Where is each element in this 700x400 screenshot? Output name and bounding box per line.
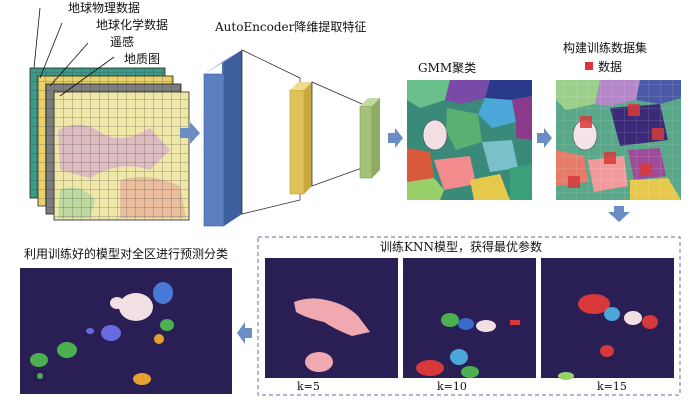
arrow-to-prediction	[237, 322, 252, 344]
predict-label: 利用训练好的模型对全区进行预测分类	[24, 246, 228, 261]
arrow-to-knn	[608, 206, 630, 222]
knn-training-box: 训练KNN模型，获得最优参数 k=5 k=10 k=15	[258, 237, 680, 395]
input-layer	[204, 74, 224, 226]
prediction-cluster	[86, 328, 94, 334]
encoded-layer-side	[304, 82, 312, 194]
prediction-cluster	[110, 297, 124, 309]
prediction-cluster	[57, 342, 77, 358]
input-layer-side	[224, 50, 242, 226]
k10-label: k=10	[437, 380, 467, 393]
gmm-cluster	[510, 164, 532, 200]
training-set-panel: 构建训练数据集 数据	[556, 40, 681, 200]
prediction-panel: 利用训练好的模型对全区进行预测分类	[20, 246, 232, 394]
k15-cluster	[624, 311, 642, 325]
k10-cluster	[476, 320, 496, 332]
latent-layer	[360, 106, 372, 178]
layer-geology-map-grid	[54, 92, 189, 220]
k5-cluster	[305, 352, 333, 372]
prediction-cluster	[30, 353, 48, 367]
k15-cluster	[642, 315, 658, 329]
knn-label: 训练KNN模型，获得最优参数	[380, 239, 542, 254]
k15-cluster	[600, 345, 614, 357]
training-sample-cell	[604, 152, 616, 164]
bottleneck-trapezoid	[312, 82, 362, 186]
training-sample-cell	[580, 116, 592, 128]
training-sample-cell	[628, 104, 640, 116]
latent-layer-side	[372, 98, 380, 178]
prediction-cluster	[160, 319, 174, 331]
prediction-cluster	[101, 325, 121, 341]
label-remote-sensing: 遥感	[110, 34, 134, 49]
prediction-cluster	[119, 293, 153, 321]
gmm-cluster	[407, 148, 434, 182]
prediction-cluster	[133, 373, 151, 385]
label-geophysics: 地球物理数据	[68, 0, 140, 15]
prediction-cluster	[154, 334, 164, 344]
arrow-to-training-set	[537, 128, 552, 148]
k15-cluster	[604, 307, 620, 321]
leader-geophysics	[34, 8, 40, 68]
training-sample-cell	[640, 164, 652, 176]
training-sample-cell	[652, 128, 664, 140]
label-geology-map: 地质图	[124, 52, 160, 66]
gmm-label: GMM聚类	[418, 61, 476, 75]
k10-cluster	[510, 320, 520, 325]
gmm-cluster	[423, 120, 447, 150]
k10-cluster	[461, 366, 479, 378]
autoencoder-label: AutoEncoder降维提取特征	[214, 19, 366, 34]
k15-label: k=15	[597, 380, 627, 393]
training-sample-cell	[568, 176, 580, 188]
encoded-layer	[290, 90, 304, 194]
legend-data-label: 数据	[598, 59, 622, 74]
autoencoder-diagram: AutoEncoder降维提取特征	[204, 19, 380, 226]
gmm-cluster	[485, 80, 532, 100]
training-set-label: 构建训练数据集	[563, 40, 647, 55]
data-layer-stack: 地球物理数据 地球化学数据 遥感 地质图	[30, 0, 189, 220]
k15-cluster	[558, 372, 574, 380]
k10-cluster	[416, 360, 444, 376]
prediction-cluster	[37, 373, 43, 379]
label-geochemistry: 地球化学数据	[96, 17, 168, 32]
knn-panel-k10	[403, 258, 536, 378]
k10-cluster	[441, 313, 459, 327]
prediction-cluster	[153, 282, 173, 304]
k5-label: k=5	[297, 380, 320, 393]
k10-cluster	[450, 349, 468, 365]
legend-data-marker	[585, 62, 593, 70]
gmm-panel: GMM聚类	[407, 61, 532, 200]
arrow-to-gmm	[388, 128, 403, 148]
k10-cluster	[458, 318, 474, 330]
prediction-map-background	[20, 268, 232, 394]
